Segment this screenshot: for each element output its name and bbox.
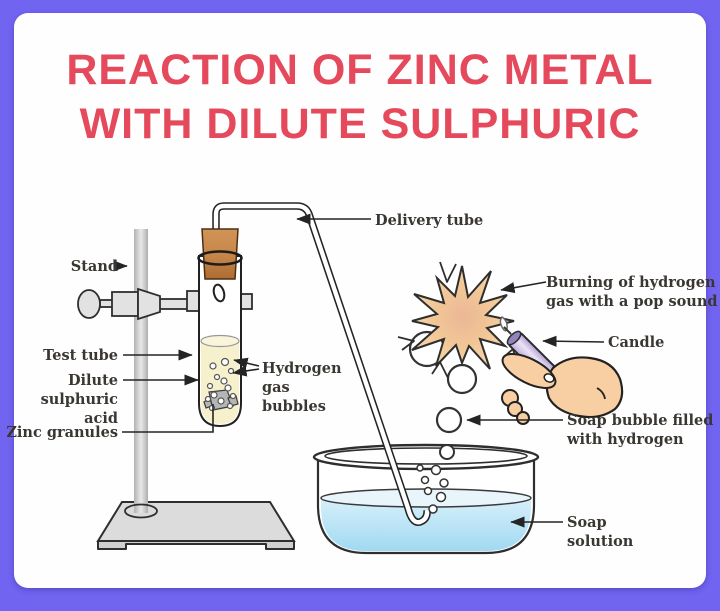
label-acid: acid <box>84 410 118 427</box>
label-zinc-granules: Zinc granules <box>6 424 118 441</box>
stand-rod <box>134 229 148 513</box>
clamp-block <box>111 291 139 317</box>
label-candle: Candle <box>608 334 664 351</box>
bubble <box>428 504 438 514</box>
bubble <box>439 444 455 460</box>
label-soap-solution-line2: solution <box>567 533 634 550</box>
palm-crease <box>596 387 606 400</box>
bubble <box>204 395 212 403</box>
label-soap-bubble-line1: Soap bubble filled <box>567 412 713 429</box>
hydrogen-soap-bubbles <box>408 330 478 514</box>
beaker-rim-inner <box>324 447 528 465</box>
starburst-accent-spikes <box>397 261 517 379</box>
leader-hydrogen-bubbles-2 <box>232 365 260 377</box>
stand-base-foot <box>97 540 295 550</box>
bubble <box>227 367 235 375</box>
soap-bubble-with-hydrogen <box>435 406 463 434</box>
bubble <box>416 464 424 472</box>
label-sulphuric: sulphuric <box>41 391 119 408</box>
hand-thumb <box>501 353 557 389</box>
test-tube-assembly <box>197 228 243 428</box>
candle-top-cap <box>506 330 522 346</box>
burning-hydrogen-burst <box>397 261 517 379</box>
beaker-wall <box>316 460 536 555</box>
page-title: REACTION OF ZINC METAL WITH DILUTE SULPH… <box>14 43 706 151</box>
bubble <box>213 373 221 381</box>
label-bubbles: bubbles <box>262 398 326 415</box>
hand-finger <box>507 401 523 417</box>
leader-candle <box>542 335 605 347</box>
label-gas: gas <box>262 379 290 396</box>
bubble <box>224 384 232 392</box>
bubble <box>220 357 230 367</box>
candle-and-hand <box>499 315 624 425</box>
starburst <box>411 265 515 370</box>
clamp <box>77 287 253 321</box>
acid-surface <box>200 334 240 348</box>
bubble <box>420 475 430 485</box>
bubble <box>435 491 447 503</box>
soap-solution-liquid <box>321 498 531 551</box>
hand-palm <box>545 356 624 419</box>
bubble <box>210 391 218 399</box>
title-line-1: REACTION OF ZINC METAL <box>66 46 654 94</box>
label-delivery-tube: Delivery tube <box>375 212 483 229</box>
label-soap-bubble-line2: with hydrogen <box>566 431 684 448</box>
beaker-rim-outer <box>312 443 540 471</box>
bubble <box>423 486 433 496</box>
label-dilute: Dilute <box>68 372 118 389</box>
beaker <box>312 443 540 555</box>
label-burning-line1: Burning of hydrogen <box>546 274 716 291</box>
label-hydrogen: Hydrogen <box>262 360 342 377</box>
labels: Stand Test tube Dilute sulphuric acid Zi… <box>6 212 717 550</box>
stand-base-hole <box>124 503 158 519</box>
clamp-knob <box>77 289 101 319</box>
clamp-cone <box>137 287 161 321</box>
leader-zinc-granules <box>122 404 214 433</box>
acid-bubbles <box>204 357 237 412</box>
bubble <box>226 402 234 410</box>
leader-burning <box>500 281 547 294</box>
bubble <box>217 397 225 405</box>
bubble <box>220 377 228 385</box>
title-line-2: WITH DILUTE SULPHURIC <box>79 100 641 148</box>
acid-liquid <box>201 341 239 424</box>
thumb-nail <box>543 373 555 383</box>
bubble <box>446 363 478 395</box>
bubble <box>229 392 237 400</box>
label-burning-line2: gas with a pop sound <box>546 293 718 310</box>
label-test-tube: Test tube <box>43 347 118 364</box>
leader-hydrogen-bubbles-1 <box>233 357 260 369</box>
candle-wick <box>503 326 512 335</box>
bubble <box>439 478 449 488</box>
bubble <box>209 362 217 370</box>
leader-lines <box>113 213 605 528</box>
test-tube-rim-ring <box>197 250 243 266</box>
bubble <box>206 382 214 390</box>
label-stand: Stand <box>71 258 118 275</box>
label-soap-solution-line1: Soap <box>567 514 607 531</box>
bubble <box>430 464 442 476</box>
hand-finger <box>516 411 530 425</box>
tube-inlet-loop <box>212 283 226 303</box>
retort-stand <box>77 229 296 550</box>
